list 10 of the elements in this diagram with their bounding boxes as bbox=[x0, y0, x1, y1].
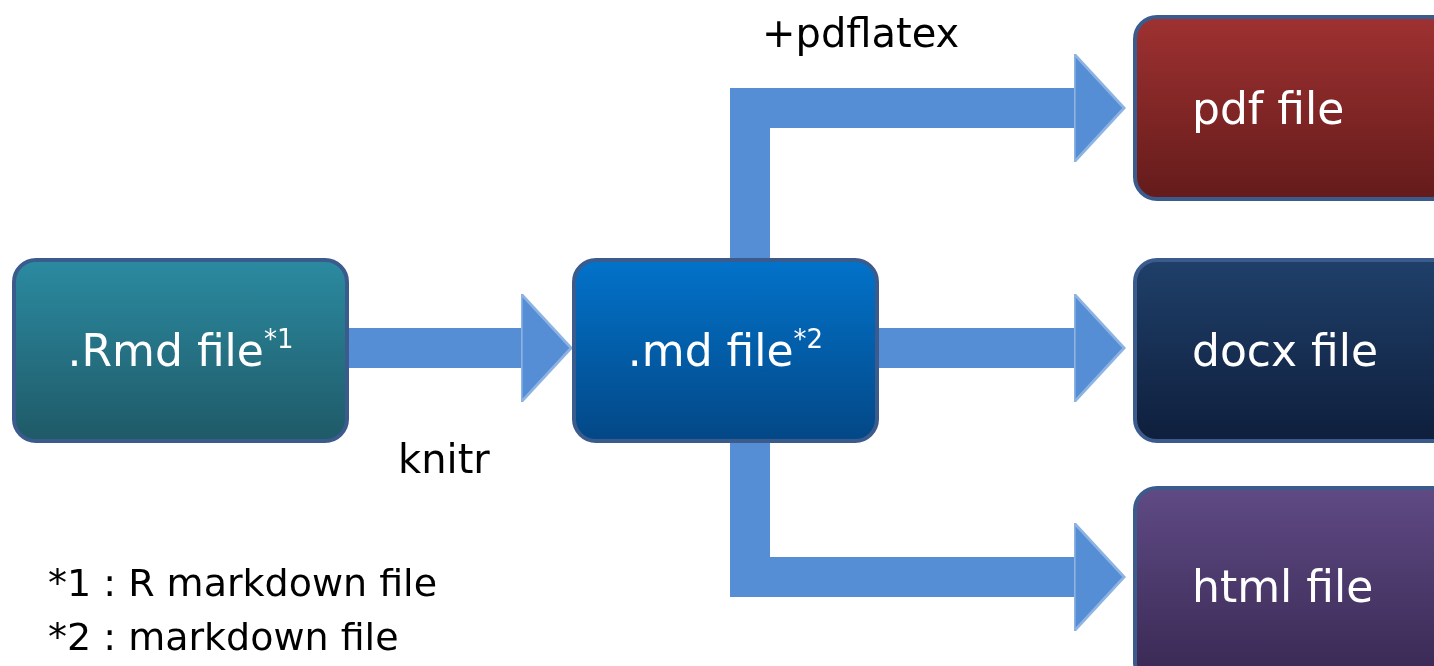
file-box: html file bbox=[1133, 486, 1434, 666]
footnote: *1 : R markdown file bbox=[48, 562, 438, 606]
file-box: .md file$^{*2}$ bbox=[572, 258, 879, 443]
file-box: docx file bbox=[1133, 258, 1434, 443]
file-box: pdf file bbox=[1133, 15, 1434, 201]
file-box: .Rmd file$^{*1}$ bbox=[12, 258, 349, 443]
block-arrow bbox=[730, 52, 1126, 258]
footnote: *2 : markdown file bbox=[48, 616, 399, 660]
block-arrow bbox=[879, 292, 1126, 404]
block-arrow bbox=[349, 292, 573, 404]
